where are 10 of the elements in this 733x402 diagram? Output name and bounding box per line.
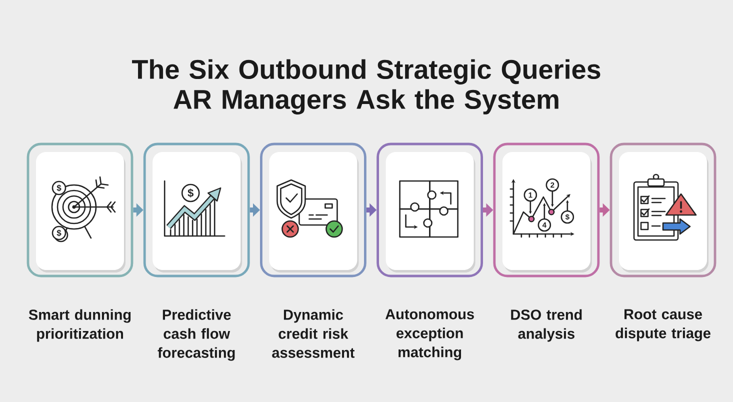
step-caption: Root cause dispute triage — [616, 309, 710, 342]
currency-symbol: $ — [56, 230, 62, 236]
step-caption: DSO trend analysis — [511, 309, 582, 342]
step-caption: Smart dunning prioritization — [28, 309, 131, 342]
title: The Six Outbound Strategic Queries AR Managers Ask the System — [132, 59, 600, 114]
step-caption: Dynamic credit risk assessment — [272, 309, 355, 358]
step-caption: Predictive cash flow forecasting — [158, 309, 235, 361]
currency-symbol: $ — [188, 188, 194, 198]
step-caption: Autonomous exception matching — [385, 309, 474, 360]
currency-symbol: $ — [56, 184, 62, 192]
